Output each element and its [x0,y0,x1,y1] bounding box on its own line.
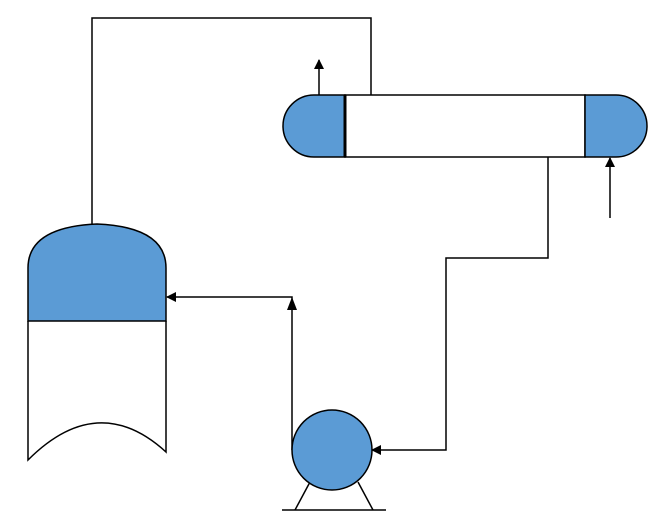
vessel-icon [27,223,167,462]
pump-leg-right [357,481,374,511]
flow-arrow-up-icon [287,297,297,310]
pump-icon [282,409,386,511]
pump-casing [291,409,373,491]
pump-leg-left [294,481,311,511]
exchanger-right-head [584,94,648,158]
vessel-body [27,321,167,462]
exchanger-left-head [282,94,346,158]
pipe-pump-to-vessel [166,292,293,450]
heat-exchanger-icon [282,94,648,158]
vessel-dome [27,223,167,322]
pipe-exchanger-to-pump [371,157,549,455]
exchanger-shell [344,94,586,158]
pipe-vessel-to-exchanger [91,17,372,227]
